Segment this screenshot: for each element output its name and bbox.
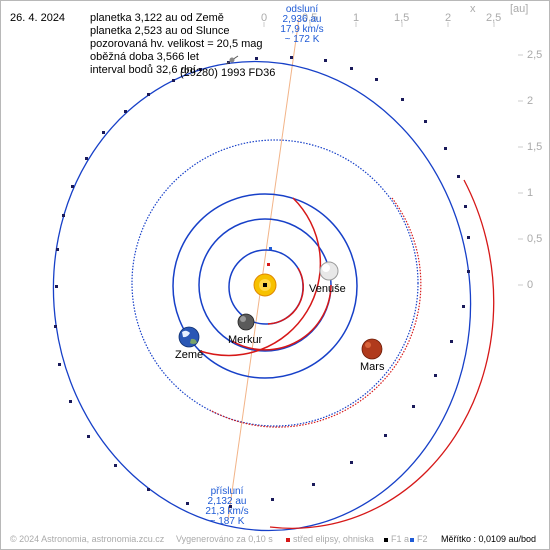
y-tick-label: 2 bbox=[527, 95, 534, 107]
aphelion-distance: 2,936 au bbox=[282, 14, 322, 25]
y-tick-label: 2,5 bbox=[527, 49, 543, 61]
legend-f1: F1 a bbox=[384, 534, 409, 544]
mars bbox=[361, 338, 383, 360]
perihelion-temp: ~ 187 K bbox=[209, 516, 245, 527]
apsidal-line bbox=[227, 17, 300, 521]
aphelion-temp: ~ 172 K bbox=[284, 34, 320, 45]
mars-orbit bbox=[131, 139, 419, 427]
f2-legend-icon bbox=[410, 537, 414, 542]
x-tick-label: 0 bbox=[261, 12, 268, 24]
info-line: oběžná doba 3,566 let bbox=[90, 51, 199, 63]
asteroid-orbit-points bbox=[54, 56, 470, 508]
info-line: planetka 3,122 au od Země bbox=[90, 12, 224, 24]
earth-orbit bbox=[172, 193, 358, 379]
venus-orbit-south bbox=[231, 284, 332, 351]
y-tick-label: 1,5 bbox=[527, 141, 543, 153]
earth-orbit-south bbox=[199, 197, 322, 357]
copyright-text: © 2024 Astronomia, astronomia.zcu.cz bbox=[10, 534, 165, 544]
mercury-orbit-south bbox=[267, 267, 305, 325]
mars-orbit-south bbox=[209, 197, 422, 428]
x-tick-label: 2,5 bbox=[486, 12, 502, 24]
info-line: interval bodů 32,6 dní bbox=[90, 64, 196, 76]
legend-center-text: střed elipsy, ohniska bbox=[293, 534, 374, 544]
aphelion-speed: 17,9 km/s bbox=[280, 24, 324, 35]
x-tick-label: 0,5 bbox=[302, 12, 318, 24]
x-axis-letter: x bbox=[470, 3, 476, 15]
aphelion-title: odsluní bbox=[285, 4, 319, 15]
legend-f2-text: F2 bbox=[417, 534, 428, 544]
sun bbox=[253, 273, 277, 297]
axis-unit: [au] bbox=[510, 3, 529, 15]
object-name: (29280) 1993 FD36 bbox=[180, 67, 276, 79]
y-tick-label: 0,5 bbox=[527, 233, 543, 245]
info-line: pozorovaná hv. velikost = 20,5 mag bbox=[90, 38, 263, 50]
x-tick-label: 2 bbox=[445, 12, 452, 24]
info-line: planetka 2,523 au od Slunce bbox=[90, 25, 230, 37]
aphelion-label: odsluní 2,936 au 17,9 km/s ~ 172 K bbox=[280, 5, 324, 45]
legend-f2: F2 bbox=[410, 534, 428, 544]
scale-text: Měřítko : 0,0109 au/bod bbox=[441, 534, 537, 544]
perihelion-title: přísluní bbox=[210, 486, 244, 497]
perihelion-distance: 2,132 au bbox=[207, 496, 247, 507]
generation-time: Vygenerováno za 0,10 s bbox=[176, 534, 273, 544]
mercury bbox=[237, 313, 255, 331]
axis-ticks bbox=[263, 22, 523, 286]
y-tick-label: 1 bbox=[527, 187, 534, 199]
f1-legend-icon bbox=[384, 537, 388, 542]
y-tick-label: 0 bbox=[527, 279, 534, 291]
earth bbox=[178, 326, 200, 348]
legend-center: střed elipsy, ohniska bbox=[286, 534, 374, 544]
asteroid-marker bbox=[225, 55, 239, 65]
legend-f1-text: F1 a bbox=[391, 534, 410, 544]
mercury-label: Merkur bbox=[228, 334, 263, 346]
mars-label: Mars bbox=[360, 361, 385, 373]
venus bbox=[319, 261, 339, 281]
x-tick-label: 1 bbox=[353, 12, 360, 24]
perihelion-speed: 21,3 km/s bbox=[205, 506, 249, 517]
center-legend-icon bbox=[286, 537, 290, 542]
earth-label: Země bbox=[175, 349, 204, 361]
venus-label: Venuše bbox=[309, 283, 346, 295]
focus-f2-marker bbox=[269, 247, 272, 250]
date-label: 26. 4. 2024 bbox=[10, 12, 66, 24]
ellipse-center-marker bbox=[267, 263, 270, 266]
x-tick-label: 1,5 bbox=[394, 12, 410, 24]
asteroid-orbit-south bbox=[269, 179, 495, 529]
perihelion-label: přísluní 2,132 au 21,3 km/s ~ 187 K bbox=[203, 487, 251, 527]
